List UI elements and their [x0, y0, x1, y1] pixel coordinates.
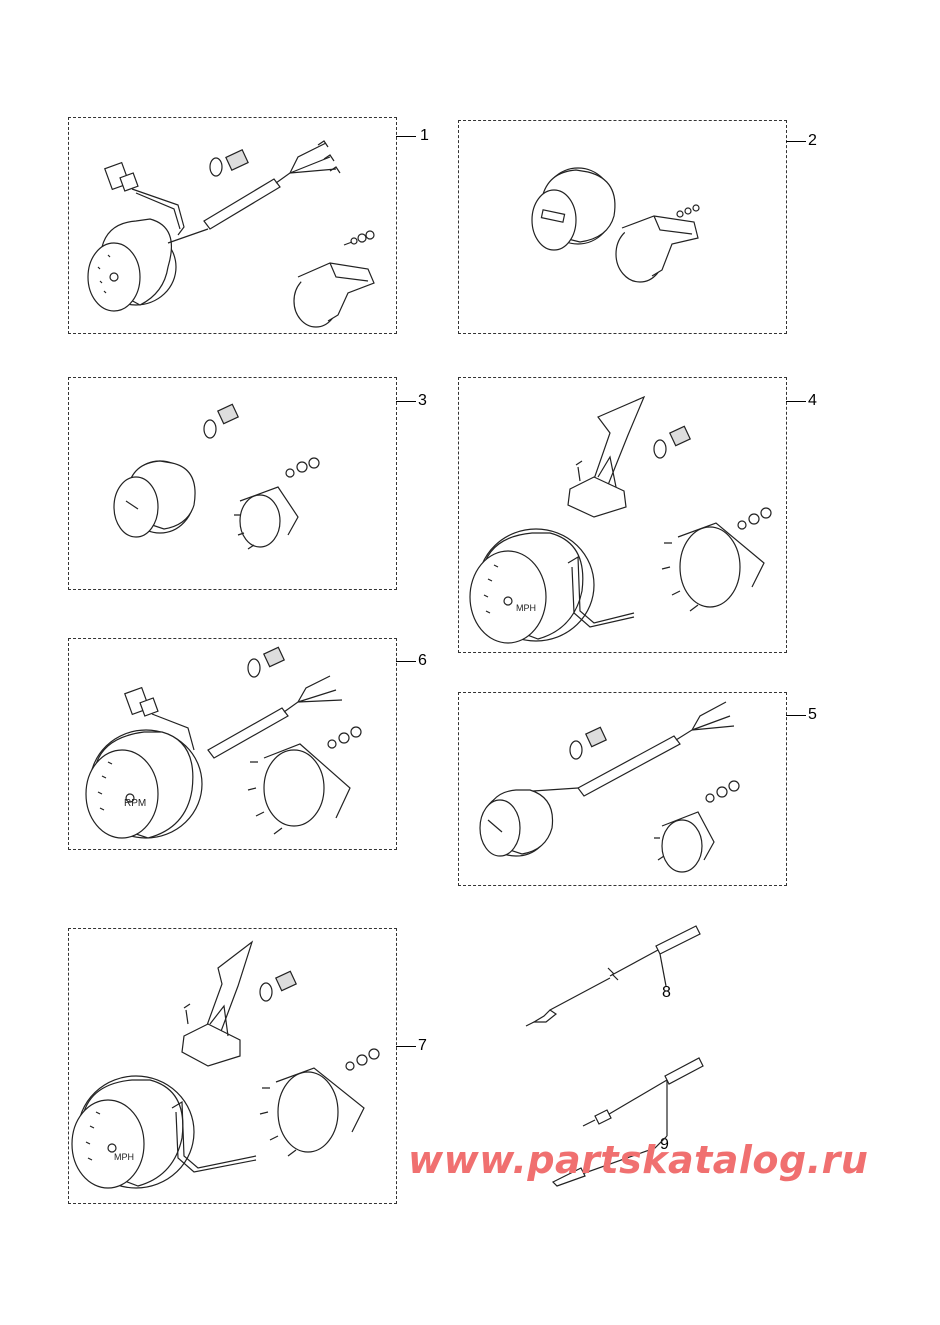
group-box-7 [68, 928, 397, 1204]
bulb-socket-4 [653, 425, 692, 459]
callout-5: 5 [808, 706, 817, 723]
bracket-3 [234, 486, 299, 550]
callout-4: 4 [808, 392, 817, 409]
group-box-6 [68, 638, 397, 850]
gauge-3-drawing [113, 403, 320, 550]
leader-5 [786, 715, 806, 716]
bracket-6 [247, 743, 351, 835]
callout-7: 7 [418, 1037, 427, 1054]
y-cable-9-drawing [551, 1057, 704, 1187]
harness-sleeve [203, 178, 281, 230]
callout-9: 9 [660, 1136, 669, 1153]
watermark: www.partskatalog.ru [408, 1138, 869, 1182]
group-box-2 [458, 120, 787, 334]
pickup-bracket [567, 395, 646, 518]
leader-7 [396, 1046, 416, 1047]
bulb-socket-6 [247, 646, 286, 678]
sensor-cable-8-drawing [525, 925, 701, 1027]
group-box-3 [68, 377, 397, 590]
group-box-5 [458, 692, 787, 886]
bracket-4 [661, 522, 765, 612]
group-box-1 [68, 117, 397, 334]
gauge-unit-label-4: MPH [516, 603, 536, 613]
callout-8: 8 [662, 984, 671, 1001]
bulb-socket-3 [203, 403, 240, 439]
callout-2: 2 [808, 132, 817, 149]
pickup-bracket-7 [181, 940, 254, 1067]
speedometer-7-drawing: MPH [71, 940, 380, 1189]
bulb-socket-5 [569, 726, 608, 760]
gauge-unit-label-6: RPM [124, 798, 146, 809]
connector-plug-6 [124, 686, 159, 717]
gauge-body-4: MPH [469, 528, 595, 644]
bulb-socket-7 [259, 970, 298, 1002]
leader-3 [396, 401, 416, 402]
bracket-1 [293, 262, 375, 328]
gauge-body [87, 218, 177, 312]
gauge-body-6: RPM [85, 729, 203, 839]
gauge-body-7: MPH [71, 1075, 195, 1189]
tachometer-6-drawing: RPM [85, 646, 362, 839]
leader-2 [786, 141, 806, 142]
bulb-socket-1 [209, 149, 249, 177]
gauge-assembly-1-drawing [87, 140, 375, 328]
callout-3: 3 [418, 392, 427, 409]
connector-plug [104, 161, 139, 192]
hour-meter-2-drawing [531, 167, 700, 283]
harness-sleeve-5 [577, 735, 681, 797]
speedometer-4-drawing: MPH [469, 395, 772, 644]
gauge-unit-label-7: MPH [114, 1152, 134, 1162]
leader-1 [396, 136, 416, 137]
bracket-5 [654, 811, 715, 873]
group-box-4 [458, 377, 787, 653]
bracket-7 [259, 1067, 365, 1157]
callout-1: 1 [420, 127, 429, 144]
gauge-5-drawing [479, 701, 740, 873]
screw [575, 460, 583, 482]
nut-washers-1 [343, 230, 375, 246]
leader-4 [786, 401, 806, 402]
callout-6: 6 [418, 652, 427, 669]
bracket-2 [615, 215, 699, 283]
harness-sleeve-6 [207, 707, 289, 759]
leader-6 [396, 661, 416, 662]
